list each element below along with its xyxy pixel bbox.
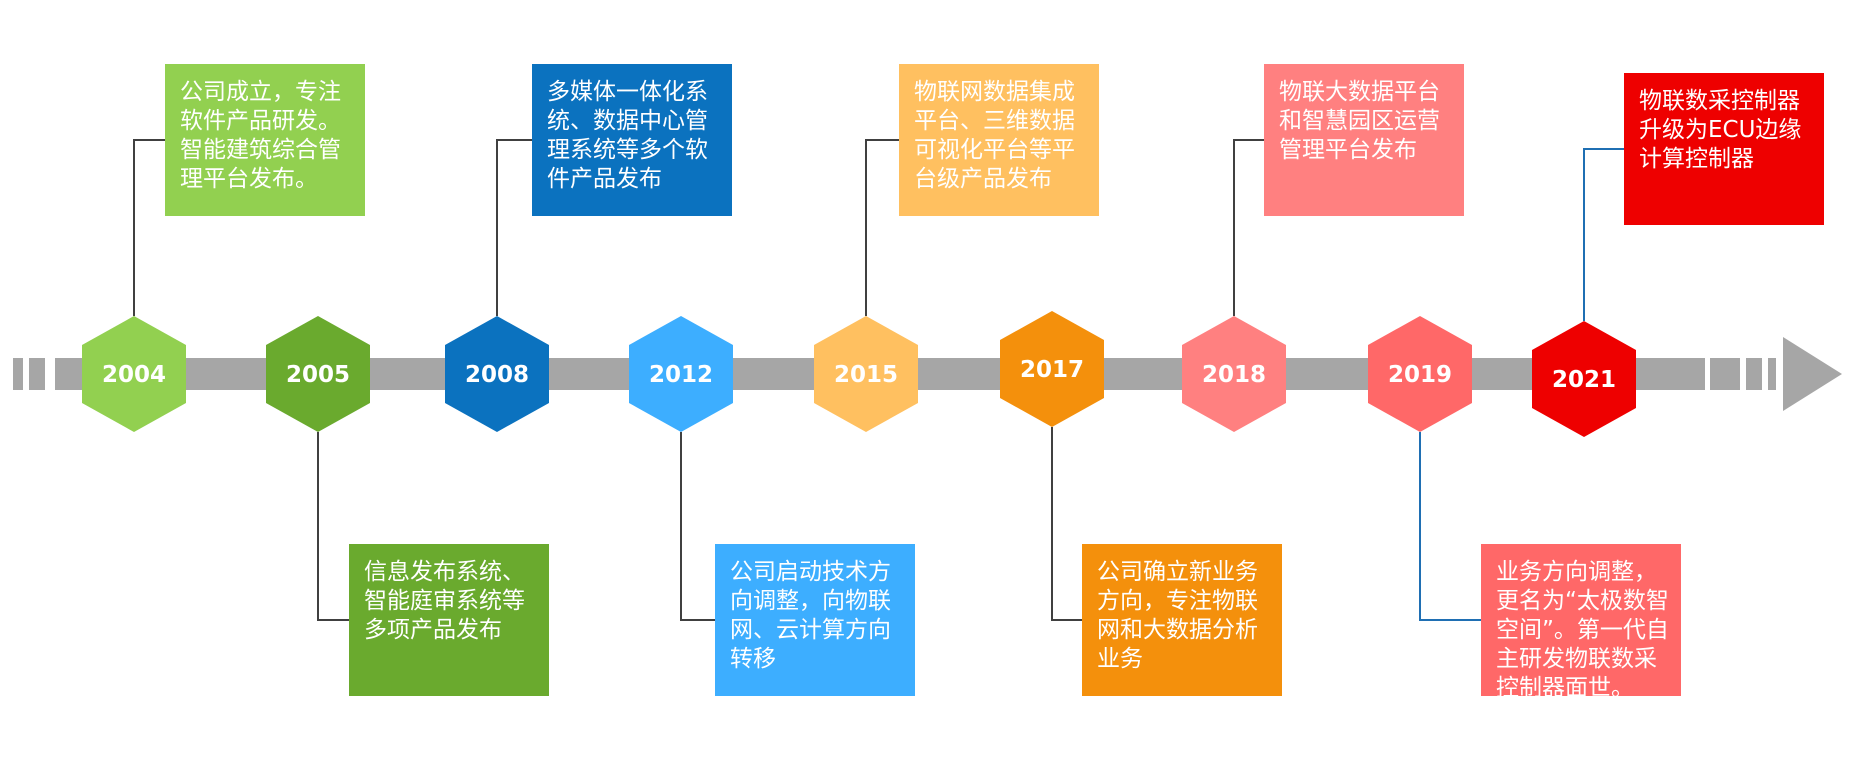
year-hexagon	[266, 316, 370, 432]
year-label: 2021	[1552, 367, 1616, 393]
milestone-box-2012: 公司启动技术方向调整，向物联网、云计算方向转移	[715, 544, 915, 696]
milestone-text: 物联大数据平台和智慧园区运营管理平台发布	[1279, 79, 1440, 163]
milestone-text: 物联网数据集成平台、三维数据可视化平台等平台级产品发布	[914, 79, 1075, 192]
year-label: 2005	[286, 362, 350, 388]
connector-line	[1419, 432, 1481, 621]
axis-dash	[1710, 358, 1740, 390]
axis-arrow-head	[1783, 337, 1842, 411]
year-hexagon	[82, 316, 186, 432]
connector-line	[865, 139, 899, 316]
milestone-box-2005: 信息发布系统、智能庭审系统等多项产品发布	[349, 544, 549, 696]
connector-line	[133, 139, 165, 316]
connectors	[133, 139, 1624, 621]
milestone-box-2018: 物联大数据平台和智慧园区运营管理平台发布	[1264, 64, 1464, 216]
milestone-text: 多媒体一体化系统、数据中心管理系统等多个软件产品发布	[547, 79, 708, 192]
connector-line	[496, 139, 532, 316]
year-hexagon	[1368, 316, 1472, 432]
milestone-box-2019: 业务方向调整，更名为“太极数智空间”。第一代自主研发物联数采控制器面世。	[1481, 544, 1681, 696]
connector-line	[1233, 139, 1264, 316]
year-label: 2019	[1388, 362, 1452, 388]
year-hexagon	[1182, 316, 1286, 432]
connector-line	[680, 432, 715, 621]
connector-line	[1051, 427, 1082, 621]
year-label: 2017	[1020, 357, 1084, 383]
year-label: 2012	[649, 362, 713, 388]
year-hexagon	[1532, 321, 1636, 437]
connector-line	[1583, 148, 1624, 321]
year-hexagon	[1000, 311, 1104, 427]
year-label: 2004	[102, 362, 166, 388]
milestone-box-2004: 公司成立，专注软件产品研发。智能建筑综合管理平台发布。	[165, 64, 365, 216]
connector-line	[317, 432, 349, 621]
year-label: 2018	[1202, 362, 1266, 388]
axis-dash	[1746, 358, 1762, 390]
year-hexagon	[629, 316, 733, 432]
milestone-text: 信息发布系统、智能庭审系统等多项产品发布	[364, 559, 525, 643]
milestone-box-2015: 物联网数据集成平台、三维数据可视化平台等平台级产品发布	[899, 64, 1099, 216]
milestone-text: 公司成立，专注软件产品研发。智能建筑综合管理平台发布。	[180, 79, 341, 192]
axis-dash	[29, 358, 45, 390]
milestone-text: 业务方向调整，更名为“太极数智空间”。第一代自主研发物联数采控制器面世。	[1496, 559, 1669, 696]
milestone-text: 物联数采控制器升级为ECU边缘计算控制器	[1639, 88, 1802, 172]
year-hexagon	[814, 316, 918, 432]
milestone-box-2017: 公司确立新业务方向，专注物联网和大数据分析业务	[1082, 544, 1282, 696]
year-markers: 2004 2005 2008 2012 2015 2017 2018 2019 2021	[82, 311, 1636, 437]
milestone-text: 公司确立新业务方向，专注物联网和大数据分析业务	[1097, 559, 1258, 672]
axis-dash	[13, 358, 23, 390]
milestone-box-2021: 物联数采控制器升级为ECU边缘计算控制器	[1624, 73, 1824, 225]
milestone-text: 公司启动技术方向调整，向物联网、云计算方向转移	[730, 559, 891, 672]
year-label: 2015	[834, 362, 898, 388]
year-label: 2008	[465, 362, 529, 388]
milestone-box-2008: 多媒体一体化系统、数据中心管理系统等多个软件产品发布	[532, 64, 732, 216]
year-hexagon	[445, 316, 549, 432]
axis-dash	[1768, 358, 1776, 390]
